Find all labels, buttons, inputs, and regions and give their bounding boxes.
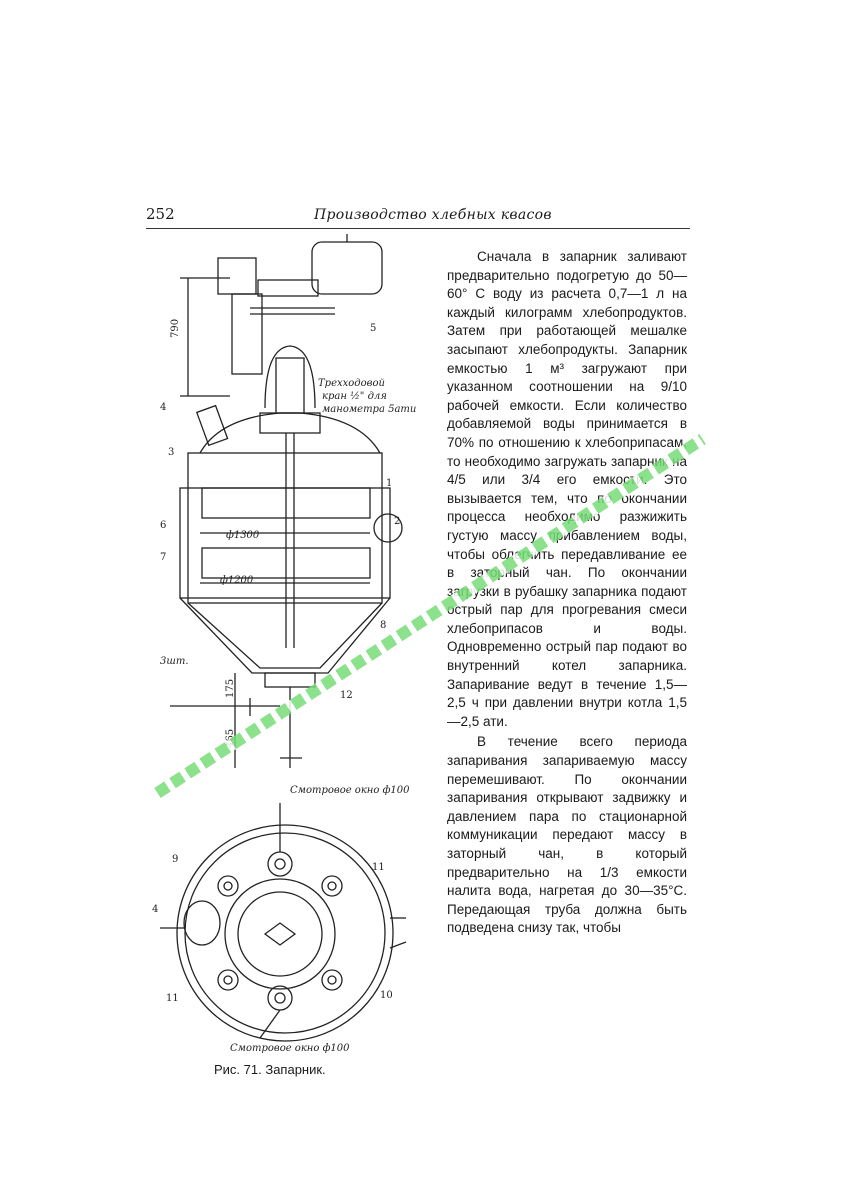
label-3-pieces: 3шт.	[160, 656, 189, 667]
label-2: 2	[394, 516, 400, 527]
diameter-1200-label: ф1200	[220, 575, 254, 586]
label-5: 5	[370, 323, 376, 334]
figure-caption: Рис. 71. Запарник.	[214, 1062, 326, 1077]
steamer-drawing: 790 5 Трехходовой кран ½" для манометра …	[152, 234, 416, 1054]
label-4: 4	[160, 402, 166, 413]
label-9: 9	[172, 854, 178, 865]
figure-steamer: 790 5 Трехходовой кран ½" для манометра …	[140, 228, 435, 1058]
label-10: 10	[380, 990, 393, 1001]
label-1: 1	[386, 478, 392, 489]
dim-175-label: 175	[225, 679, 236, 698]
body-text: Сначала в запарник заливают предваритель…	[447, 248, 687, 938]
label-11-right: 11	[372, 862, 385, 873]
header-rule	[146, 228, 690, 229]
page-number: 252	[146, 205, 175, 223]
label-4-plan: 4	[152, 904, 158, 915]
label-12: 12	[340, 690, 353, 701]
valve-note-3: манометра 5ати	[322, 404, 416, 415]
label-11-left: 11	[166, 993, 179, 1004]
label-3: 3	[168, 447, 174, 458]
valve-note-2: кран ½" для	[322, 391, 387, 402]
dim-790-label: 790	[170, 319, 181, 338]
paragraph-2: В течение всего периода запаривания запа…	[447, 734, 687, 936]
label-6: 6	[160, 520, 166, 531]
window-top-label: Смотровое окно ф100	[290, 785, 410, 796]
diameter-1300-label: ф1300	[226, 530, 260, 541]
paragraph-1: Сначала в запарник заливают предваритель…	[447, 249, 687, 729]
valve-note-1: Трехходовой	[318, 378, 385, 389]
running-head: Производство хлебных квасов	[314, 207, 552, 223]
label-8: 8	[380, 620, 386, 631]
label-7: 7	[160, 552, 166, 563]
window-bottom-label: Смотровое окно ф100	[230, 1043, 350, 1054]
